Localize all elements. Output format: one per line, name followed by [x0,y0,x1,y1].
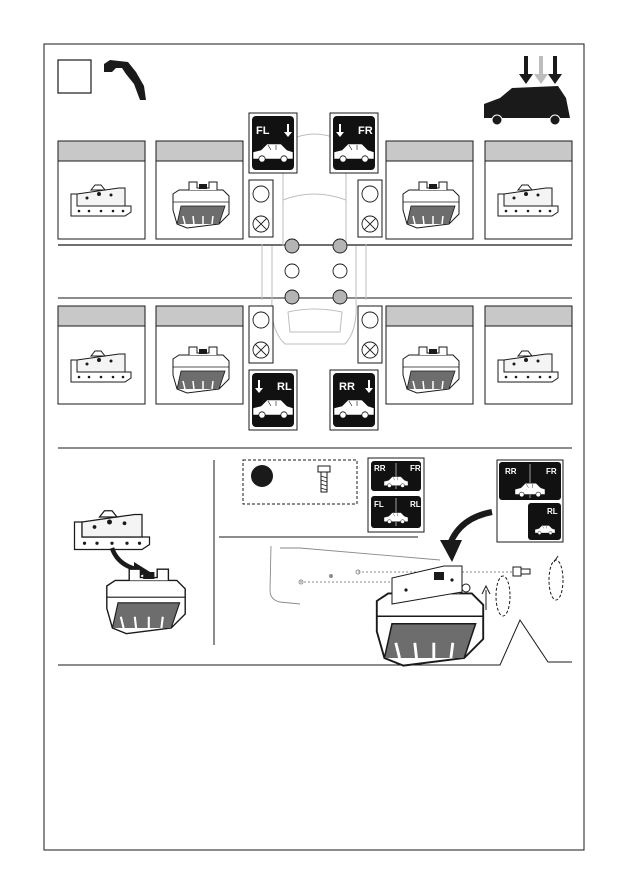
panel-front-left-bracket [58,141,145,239]
label-rl: RL [410,500,421,509]
insert-direction-arrow [440,512,492,562]
label-rl: RL [547,507,558,516]
label-rr: RR [505,467,517,476]
bracket-to-foot-assembly [75,511,186,634]
label-fr: FR [358,125,373,137]
panel-rear-left-bracket [58,306,145,404]
car-loading-arrows-icon [484,56,570,125]
mount-point-mid-right [333,264,347,278]
screw-detail [513,567,530,576]
panel-front-left-foot [156,141,243,239]
mount-ok-circle-icon [253,186,269,202]
mount-not-used-cross-icon [362,342,378,358]
mount-ok-circle-icon [253,312,269,328]
step-number-box [58,60,91,93]
label-rr: RR [339,381,355,393]
label-fl: FL [374,500,384,509]
bracket-icon [75,511,150,550]
mount-status-rear-left [249,306,273,363]
foot-pad-icon [107,569,185,633]
mount-status-front-left [249,180,273,237]
label-fl: FL [256,125,270,137]
rotation-guide-icon [482,556,563,616]
panel-front-right-bracket [485,141,572,239]
mount-ok-circle-icon [362,186,378,202]
mount-point-mid-left [285,264,299,278]
label-rr: RR [374,464,386,473]
orientation-cards-rear: RR FR RL [497,460,563,542]
mount-not-used-cross-icon [362,216,378,232]
mount-point-front-right [333,239,347,253]
mounting-points [285,239,347,304]
label-fr: FR [546,467,557,476]
panel-rear-right-foot [386,306,473,404]
mount-point-rear-right [333,290,347,304]
mount-not-used-cross-icon [253,342,269,358]
position-card-fl: FL [249,113,297,173]
orientation-cards-front: RR FR FL RL [368,458,424,532]
mount-status-front-right [358,180,382,237]
tool-dot-icon [251,465,273,487]
foot-with-bracket-assembly [377,566,483,666]
label-fr: FR [410,464,421,473]
mount-ok-circle-icon [362,312,378,328]
position-card-rl: RL [249,370,297,430]
position-card-fr: FR [330,113,378,173]
parts-box [243,460,357,504]
panel-rear-right-bracket [485,306,572,404]
mount-point-rear-left [285,290,299,304]
mount-status-rear-right [358,306,382,363]
position-card-rr: RR [330,370,378,430]
mount-not-used-cross-icon [253,216,269,232]
panel-rear-left-foot [156,306,243,404]
roof-profile-icon [104,60,146,100]
mount-point-front-left [285,239,299,253]
label-rl: RL [277,381,292,393]
panel-front-right-foot [386,141,473,239]
